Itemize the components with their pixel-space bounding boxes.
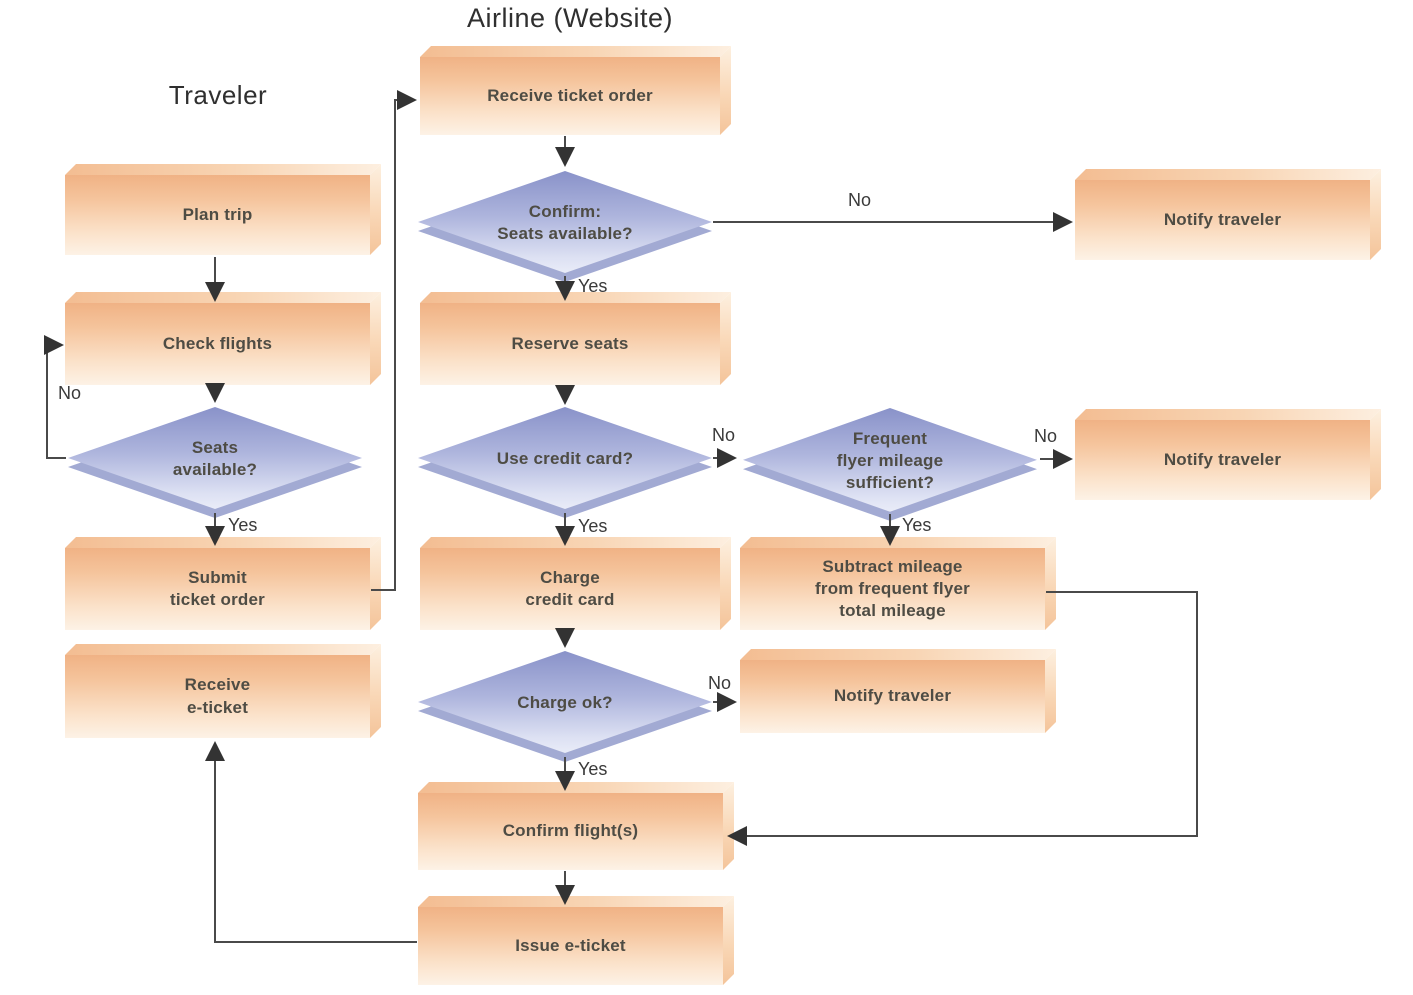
node-label: Issue e-ticket xyxy=(515,935,626,955)
node-label: Notify traveler xyxy=(1163,209,1282,229)
edge-label-credit-no: No xyxy=(712,425,736,445)
edge-label-confirm-no: No xyxy=(848,190,872,210)
diamond-shape xyxy=(418,651,712,762)
node-label: Frequent flyer mileage sufficient? xyxy=(836,428,944,493)
edge-subtract-to-confirmflights xyxy=(727,591,1198,846)
lane-label-traveler: Traveler xyxy=(168,80,268,110)
lane-label-airline-website: Airline (Website) xyxy=(466,3,674,33)
node-use-credit-card: Use credit card? xyxy=(415,404,715,522)
node-label: Plan trip xyxy=(182,204,253,224)
edge-label-credit-yes: Yes xyxy=(578,516,608,536)
node-label: Use credit card? xyxy=(496,448,634,468)
node-check-flights: Check flights xyxy=(65,303,370,385)
edge-label-confirm-yes: Yes xyxy=(578,276,608,296)
edge-label-chargeok-yes: Yes xyxy=(578,759,608,779)
node-label: Subtract mileage from frequent flyer tot… xyxy=(815,556,970,621)
node-label: Seats available? xyxy=(172,437,258,479)
node-subtract-mileage: Subtract mileage from frequent flyer tot… xyxy=(740,548,1045,630)
node-issue-eticket: Issue e-ticket xyxy=(418,907,723,985)
diamond-shape xyxy=(68,407,362,518)
node-confirm-seats-available: Confirm: Seats available? xyxy=(415,168,715,286)
node-confirm-flights: Confirm flight(s) xyxy=(418,793,723,870)
edge-label-chargeok-no: No xyxy=(708,673,732,693)
node-charge-credit-card: Charge credit card xyxy=(420,548,720,630)
node-notify-traveler-right: Notify traveler xyxy=(1075,420,1370,500)
node-notify-traveler-middle: Notify traveler xyxy=(740,660,1045,733)
node-receive-ticket-order: Receive ticket order xyxy=(420,57,720,135)
edge-label-flyer-no: No xyxy=(1034,426,1058,446)
edge-submit-to-receive-order xyxy=(371,90,417,591)
node-label: Charge credit card xyxy=(525,567,615,609)
diamond-shape xyxy=(418,407,712,518)
edge-issue-to-receiveeticket xyxy=(205,741,417,943)
node-seats-available: Seats available? xyxy=(65,404,365,522)
edge-label-seats-no: No xyxy=(58,383,82,403)
node-reserve-seats: Reserve seats xyxy=(420,303,720,385)
node-charge-ok: Charge ok? xyxy=(415,648,715,766)
node-label: Reserve seats xyxy=(511,333,629,353)
node-label: Confirm: Seats available? xyxy=(497,201,633,243)
node-label: Notify traveler xyxy=(1163,449,1282,469)
node-label: Check flights xyxy=(162,333,273,353)
node-plan-trip: Plan trip xyxy=(65,175,370,255)
edge-label-flyer-yes: Yes xyxy=(902,515,932,535)
edge-label-seats-yes: Yes xyxy=(228,515,258,535)
node-label: Charge ok? xyxy=(517,692,613,712)
edge-seats-no-loop xyxy=(44,335,66,459)
node-receive-eticket: Receive e-ticket xyxy=(65,655,370,738)
diamond-shape xyxy=(743,408,1037,521)
node-label: Submit ticket order xyxy=(170,567,265,609)
node-label: Confirm flight(s) xyxy=(502,821,639,841)
node-label: Receive e-ticket xyxy=(184,675,251,717)
diamond-shape xyxy=(418,171,712,282)
node-label: Receive ticket order xyxy=(487,85,653,105)
node-frequent-flyer-sufficient: Frequent flyer mileage sufficient? xyxy=(740,405,1040,525)
node-label: Notify traveler xyxy=(833,686,952,706)
node-notify-traveler-top: Notify traveler xyxy=(1075,180,1370,260)
node-submit-ticket-order: Submit ticket order xyxy=(65,548,370,630)
